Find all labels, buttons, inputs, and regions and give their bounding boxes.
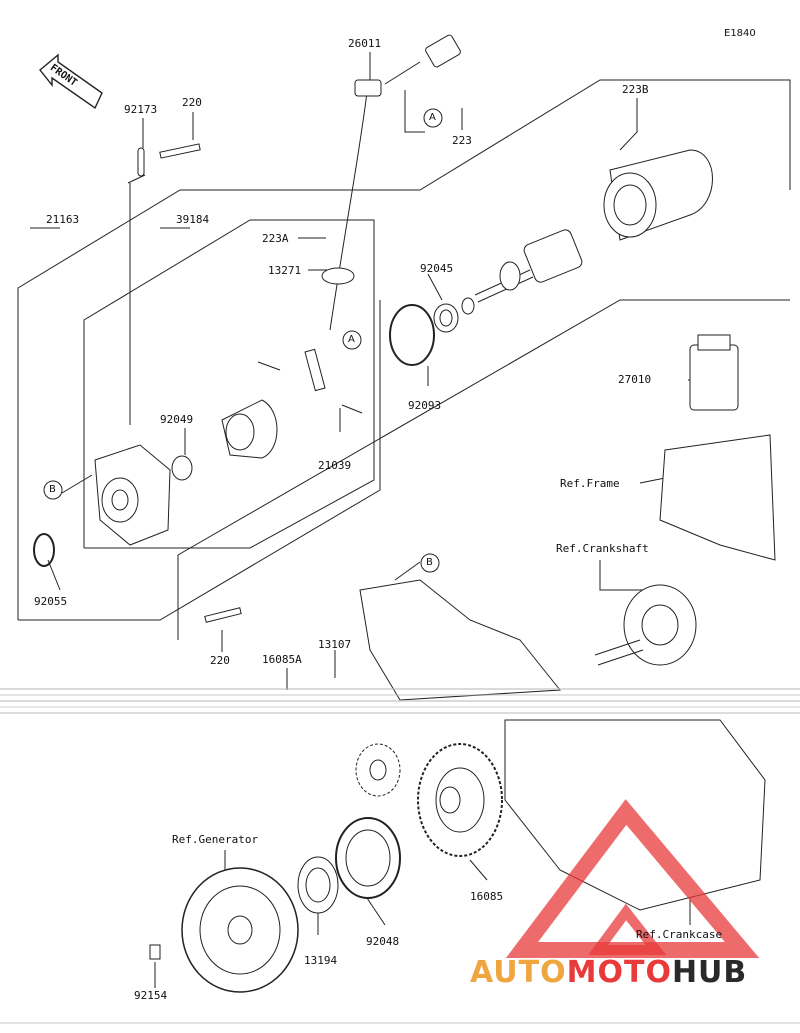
scan-noise-band bbox=[0, 688, 800, 1024]
part-21039[interactable]: 21039 bbox=[318, 459, 352, 472]
watermark-logo-icon bbox=[505, 799, 760, 958]
part-13107[interactable]: 13107 bbox=[318, 638, 352, 651]
generator-rotor-icon bbox=[181, 867, 299, 993]
part-92045[interactable]: 92045 bbox=[420, 262, 454, 275]
relay-icon bbox=[689, 334, 739, 411]
starter-motor-icon bbox=[603, 149, 713, 241]
front-arrow-icon bbox=[39, 53, 103, 110]
callout-b-left: B bbox=[49, 484, 56, 495]
armature-icon bbox=[474, 229, 583, 303]
end-cover-icon bbox=[94, 444, 171, 546]
callout-a-lower: A bbox=[348, 334, 355, 345]
part-92154[interactable]: 92154 bbox=[134, 989, 168, 1002]
part-16085[interactable]: 16085 bbox=[470, 890, 504, 903]
part-92055[interactable]: 92055 bbox=[34, 595, 68, 608]
part-223[interactable]: 223 bbox=[452, 134, 472, 147]
part-220-bottom[interactable]: 220 bbox=[210, 654, 230, 667]
part-13271[interactable]: 13271 bbox=[268, 264, 302, 277]
part-92173[interactable]: 92173 bbox=[124, 103, 158, 116]
starter-gear-icon bbox=[417, 743, 503, 857]
diagram-code: E1840 bbox=[724, 28, 756, 39]
callout-b-right: B bbox=[426, 557, 433, 568]
watermark-logo: AUTOMOTOHUB bbox=[470, 955, 748, 990]
part-26011[interactable]: 26011 bbox=[348, 37, 382, 50]
part-220-top[interactable]: 220 bbox=[182, 96, 202, 109]
brush-holder-icon bbox=[221, 348, 363, 459]
part-92093[interactable]: 92093 bbox=[408, 399, 442, 412]
part-39184[interactable]: 39184 bbox=[176, 213, 210, 226]
part-92048[interactable]: 92048 bbox=[366, 935, 400, 948]
part-27010[interactable]: 27010 bbox=[618, 373, 652, 386]
callout-a-top: A bbox=[429, 112, 436, 123]
idler-gear-icon bbox=[355, 743, 401, 797]
ref-frame[interactable]: Ref.Frame bbox=[560, 477, 620, 490]
part-223B[interactable]: 223B bbox=[622, 83, 649, 96]
part-21163[interactable]: 21163 bbox=[46, 213, 80, 226]
part-13194[interactable]: 13194 bbox=[304, 954, 338, 967]
part-16085A[interactable]: 16085A bbox=[262, 653, 302, 666]
part-92049[interactable]: 92049 bbox=[160, 413, 194, 426]
ref-crankcase[interactable]: Ref.Crankcase bbox=[636, 928, 723, 941]
connector-icon bbox=[354, 34, 461, 97]
crankshaft-icon bbox=[594, 584, 697, 666]
ref-generator[interactable]: Ref.Generator bbox=[172, 833, 259, 846]
part-223A[interactable]: 223A bbox=[262, 232, 289, 245]
ref-crankshaft[interactable]: Ref.Crankshaft bbox=[556, 542, 649, 555]
